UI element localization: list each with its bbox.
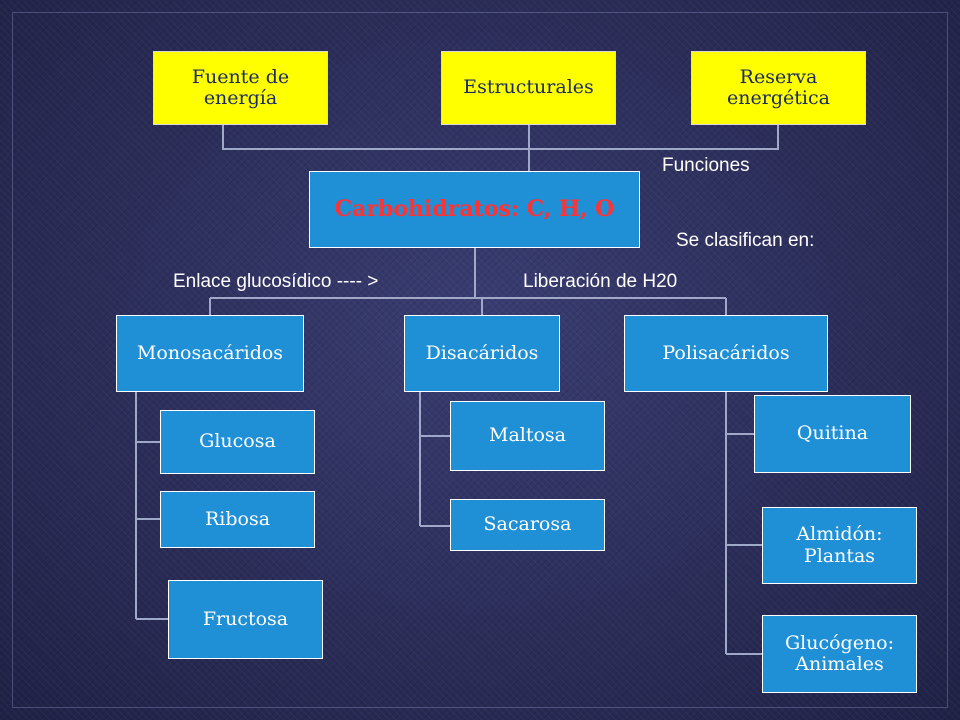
poli-glucogeno: Glucógeno: Animales bbox=[762, 615, 917, 693]
connector-poli-children bbox=[725, 391, 762, 655]
function-fuente-energia-label: Fuente de energía bbox=[191, 65, 290, 109]
class-monosacaridos: Monosacáridos bbox=[116, 315, 304, 392]
mono-ribosa-label: Ribosa bbox=[204, 507, 271, 530]
class-disacaridos: Disacáridos bbox=[404, 315, 560, 392]
functions-label: Funciones bbox=[662, 155, 750, 176]
connector-classes bbox=[209, 246, 727, 316]
mono-glucosa-label: Glucosa bbox=[199, 430, 276, 453]
di-sacarosa-label: Sacarosa bbox=[483, 513, 572, 536]
class-polisacaridos-label: Polisacáridos bbox=[662, 341, 790, 364]
poli-glucogeno-label: Glucógeno: Animales bbox=[784, 631, 895, 675]
mono-fructosa: Fructosa bbox=[168, 580, 323, 659]
mono-ribosa: Ribosa bbox=[160, 491, 315, 548]
class-monosacaridos-label: Monosacáridos bbox=[136, 341, 284, 364]
class-disacaridos-label: Disacáridos bbox=[425, 341, 539, 364]
function-reserva-energetica: Reserva energética bbox=[691, 51, 866, 125]
bond-left-label: Enlace glucosídico ---- > bbox=[173, 271, 379, 292]
di-maltosa-label: Maltosa bbox=[488, 424, 566, 447]
root-box: Carbohidratos: C, H, O bbox=[309, 171, 640, 248]
classification-label: Se clasifican en: bbox=[676, 230, 815, 251]
di-sacarosa: Sacarosa bbox=[450, 499, 605, 551]
class-polisacaridos: Polisacáridos bbox=[624, 315, 828, 392]
poli-almidon: Almidón: Plantas bbox=[762, 507, 917, 584]
poli-quitina: Quitina bbox=[754, 395, 911, 473]
mono-fructosa-label: Fructosa bbox=[202, 607, 289, 630]
di-maltosa: Maltosa bbox=[450, 401, 605, 471]
bond-right-label: Liberación de H20 bbox=[523, 271, 678, 292]
function-reserva-energetica-label: Reserva energética bbox=[727, 65, 830, 109]
function-estructurales-label: Estructurales bbox=[463, 76, 594, 99]
connector-functions bbox=[222, 124, 779, 171]
root-label: Carbohidratos: C, H, O bbox=[334, 196, 615, 223]
function-fuente-energia: Fuente de energía bbox=[153, 51, 328, 125]
function-estructurales: Estructurales bbox=[441, 51, 616, 125]
connector-di-children bbox=[419, 391, 450, 527]
poli-almidon-label: Almidón: Plantas bbox=[796, 523, 883, 567]
poli-quitina-label: Quitina bbox=[796, 422, 869, 445]
connector-mono-children bbox=[135, 391, 168, 620]
mono-glucosa: Glucosa bbox=[160, 410, 315, 474]
